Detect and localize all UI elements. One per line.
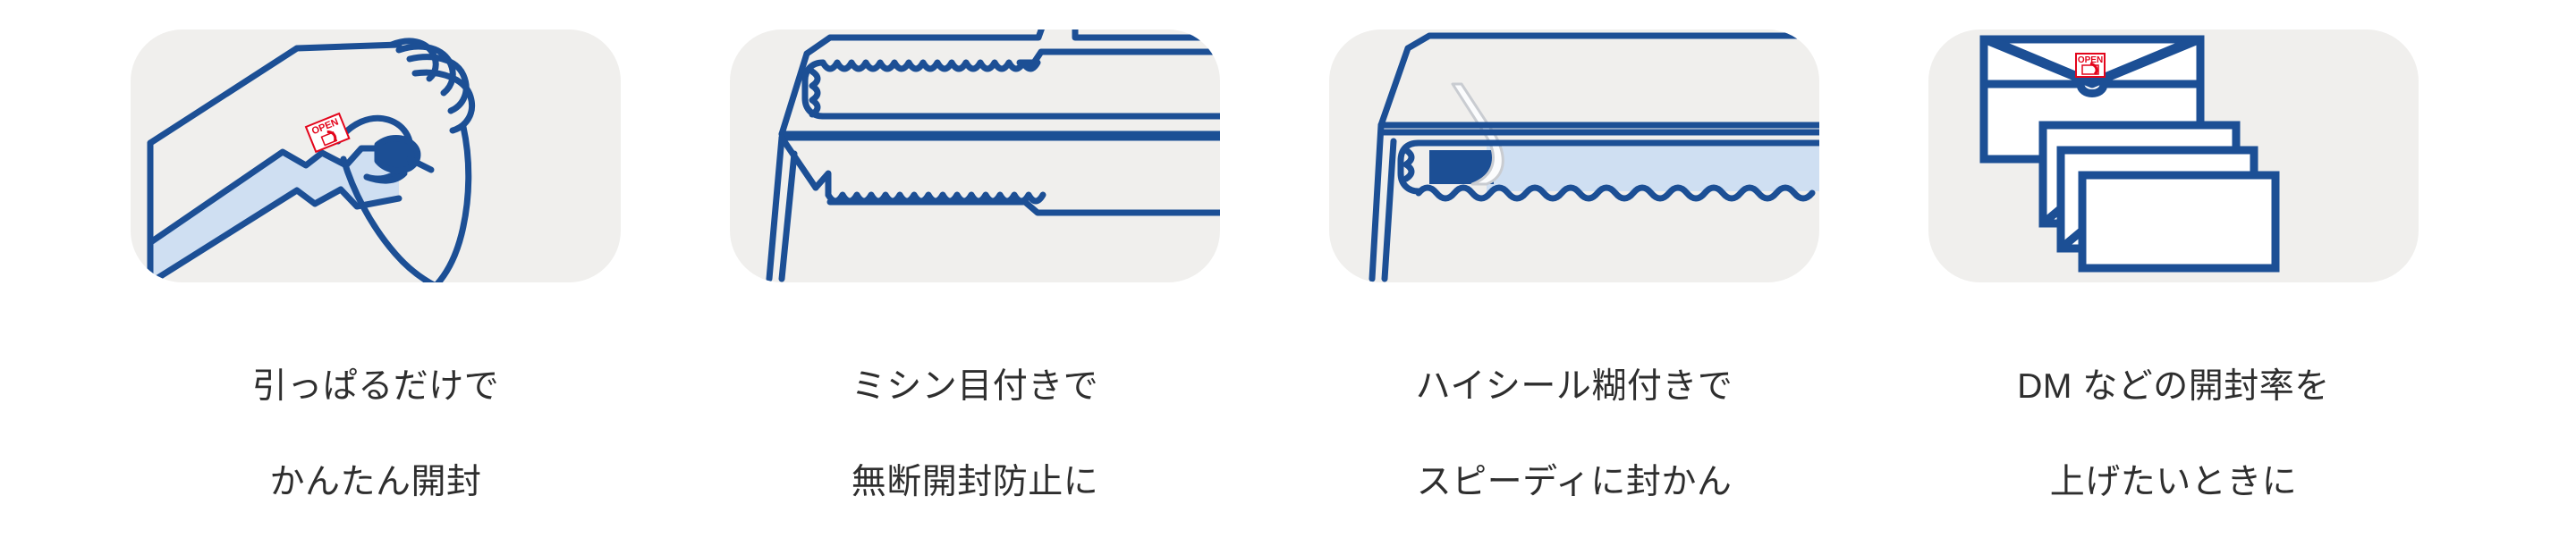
- envelope-perforation-illustration: [766, 29, 1220, 282]
- caption-line-2: 上げたいときに: [2049, 463, 2298, 502]
- caption-line-2: 無断開封防止に: [851, 463, 1099, 502]
- feature-card-dm-open-rate: OPEN: [1874, 0, 2473, 555]
- caption-line-1: ハイシール糊付きで: [1415, 366, 1733, 406]
- feature-caption-perforation: ミシン目付きで 無断開封防止に: [852, 315, 1099, 555]
- caption-line-1: DM などの開封率を: [2017, 366, 2330, 406]
- svg-text:OPEN: OPEN: [2078, 55, 2103, 65]
- feature-thumbnail-tear-open: OPEN: [131, 29, 621, 282]
- feature-caption-dm-open-rate: DM などの開封率を 上げたいときに: [2017, 315, 2330, 555]
- feature-thumbnail-perforation: [730, 29, 1220, 282]
- stacked-envelopes-illustration: OPEN: [1979, 35, 2280, 273]
- caption-line-1: 引っぱるだけで: [251, 366, 500, 406]
- open-tab-marker: OPEN: [2075, 52, 2106, 78]
- hand-pulling-tear-strip-illustration: OPEN: [147, 38, 475, 282]
- feature-card-tear-open: OPEN 引っぱるだけで かんたん開封: [76, 0, 675, 555]
- feature-card-perforation: ミシン目付きで 無断開封防止に: [675, 0, 1275, 555]
- envelope-front: [2078, 171, 2280, 273]
- envelope-peel-adhesive-illustration: [1368, 32, 1819, 282]
- feature-caption-tear-open: 引っぱるだけで かんたん開封: [252, 315, 500, 555]
- caption-line-2: スピーディに封かん: [1416, 463, 1733, 502]
- caption-line-2: かんたん開封: [269, 463, 482, 502]
- caption-line-1: ミシン目付きで: [851, 366, 1099, 406]
- feature-thumbnail-hi-seal-glue: [1329, 29, 1819, 282]
- open-tab-marker: OPEN: [304, 112, 351, 154]
- feature-card-hi-seal-glue: ハイシール糊付きで スピーディに封かん: [1275, 0, 1874, 555]
- feature-caption-hi-seal-glue: ハイシール糊付きで スピーディに封かん: [1416, 315, 1733, 555]
- feature-thumbnail-dm-open-rate: OPEN: [1928, 29, 2419, 282]
